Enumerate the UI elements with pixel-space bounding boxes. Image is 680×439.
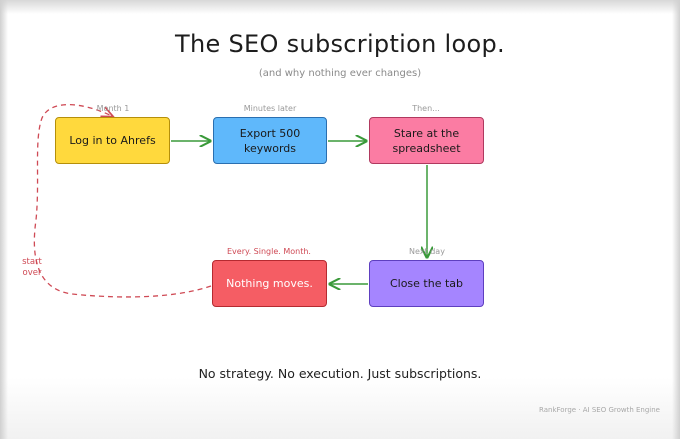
footer-brand: RankForge · AI SEO Growth Engine (539, 406, 660, 414)
step-export-keywords: Export 500 keywords (213, 117, 327, 164)
loop-back-arrow (33, 103, 212, 298)
tagline: No strategy. No execution. Just subscrip… (198, 366, 482, 381)
step-5-time-label: Every. Single. Month. (227, 247, 311, 256)
step-nothing-moves: Nothing moves. (212, 260, 327, 307)
step-4-time-label: Next day (409, 247, 445, 256)
step-login-ahrefs: Log in to Ahrefs (55, 117, 170, 164)
step-2-text: Export 500 keywords (239, 126, 301, 155)
step-3-time-label: Then... (412, 104, 440, 113)
left-vignette (0, 0, 8, 439)
step-4-text: Close the tab (389, 277, 464, 290)
step-2-time-label: Minutes later (243, 104, 297, 113)
diagram-title: The SEO subscription loop. (175, 30, 505, 58)
top-vignette (0, 0, 680, 14)
step-5-text: Nothing moves. (226, 277, 313, 290)
step-1-text: Log in to Ahrefs (69, 134, 156, 147)
right-vignette (672, 0, 680, 439)
diagram-subtitle: (and why nothing ever changes) (258, 68, 422, 79)
step-stare-spreadsheet: Stare at the spreadsheet (369, 117, 484, 164)
start-over-label: start over (22, 257, 42, 278)
step-close-tab: Close the tab (369, 260, 484, 307)
step-3-text: Stare at the spreadsheet (392, 126, 461, 155)
step-1-time-label: Month 1 (96, 104, 130, 113)
